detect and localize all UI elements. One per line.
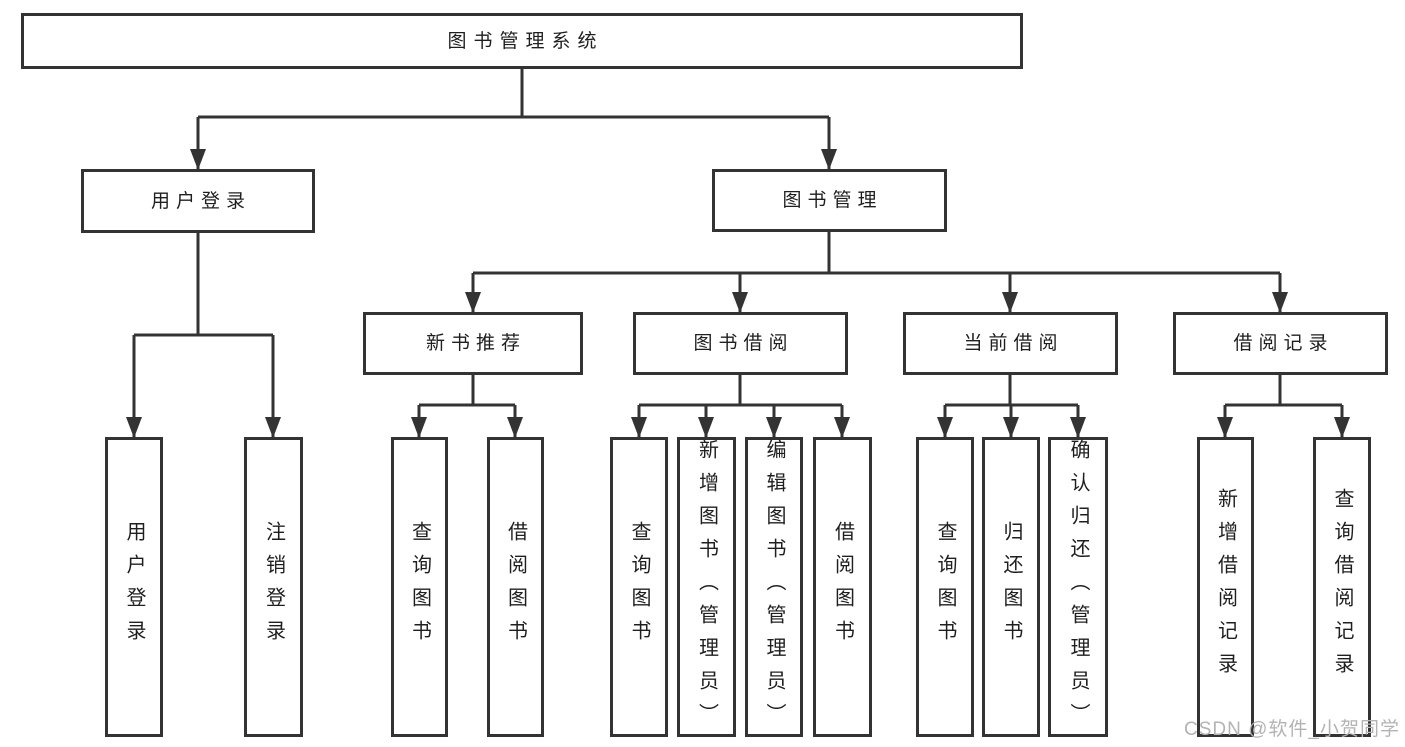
leaf-query-books-current: 查询图书 bbox=[916, 437, 974, 737]
leaf-borrow-books-recommend: 借阅图书 bbox=[487, 437, 544, 737]
node-book-management: 图书管理 bbox=[712, 169, 947, 232]
node-label: 当前借阅 bbox=[963, 333, 1064, 354]
node-label: 借阅记录 bbox=[1233, 333, 1334, 354]
node-label: 借阅图书 bbox=[831, 521, 854, 653]
node-label: 注销登录 bbox=[262, 521, 285, 653]
node-label: 图书管理 bbox=[782, 190, 883, 211]
node-label: 用户登录 bbox=[123, 521, 145, 653]
node-book-borrowing: 图书借阅 bbox=[633, 312, 848, 375]
node-label: 归还图书 bbox=[1000, 521, 1022, 653]
node-label: 图书管理系统 bbox=[447, 30, 604, 52]
node-label: 查询图书 bbox=[408, 521, 431, 653]
node-label: 查询图书 bbox=[628, 521, 650, 653]
leaf-confirm-return-admin: 确认归还（管理员） bbox=[1048, 437, 1108, 737]
node-label: 查询图书 bbox=[934, 521, 956, 653]
node-label: 图书借阅 bbox=[693, 333, 794, 354]
node-label: 新书推荐 bbox=[425, 333, 526, 354]
csdn-watermark: CSDN @软件_小贺同学 bbox=[1184, 719, 1400, 740]
node-library-management-system: 图书管理系统 bbox=[21, 13, 1023, 69]
leaf-query-books-borrowing: 查询图书 bbox=[610, 437, 668, 737]
node-current-borrowing: 当前借阅 bbox=[903, 312, 1118, 375]
leaf-add-books-admin: 新增图书（管理员） bbox=[677, 437, 736, 737]
node-label: 新增图书（管理员） bbox=[695, 438, 718, 736]
leaf-user-login: 用户登录 bbox=[105, 437, 163, 737]
node-label: 借阅图书 bbox=[504, 521, 527, 653]
node-user-login: 用户登录 bbox=[81, 169, 315, 233]
leaf-return-books: 归还图书 bbox=[982, 437, 1040, 737]
node-label: 新增借阅记录 bbox=[1214, 488, 1237, 686]
leaf-edit-books-admin: 编辑图书（管理员） bbox=[745, 437, 803, 737]
node-label: 查询借阅记录 bbox=[1331, 488, 1353, 686]
node-borrowing-records: 借阅记录 bbox=[1173, 312, 1388, 375]
leaf-borrow-books-borrowing: 借阅图书 bbox=[813, 437, 872, 737]
leaf-query-borrow-record: 查询借阅记录 bbox=[1313, 437, 1371, 737]
node-label: 确认归还（管理员） bbox=[1067, 438, 1089, 736]
leaf-add-borrow-record: 新增借阅记录 bbox=[1197, 437, 1254, 737]
leaf-logout: 注销登录 bbox=[244, 437, 303, 737]
node-new-book-recommend: 新书推荐 bbox=[363, 312, 583, 375]
leaf-query-books-recommend: 查询图书 bbox=[391, 437, 448, 737]
node-label: 编辑图书（管理员） bbox=[763, 438, 785, 736]
node-label: 用户登录 bbox=[150, 190, 251, 212]
